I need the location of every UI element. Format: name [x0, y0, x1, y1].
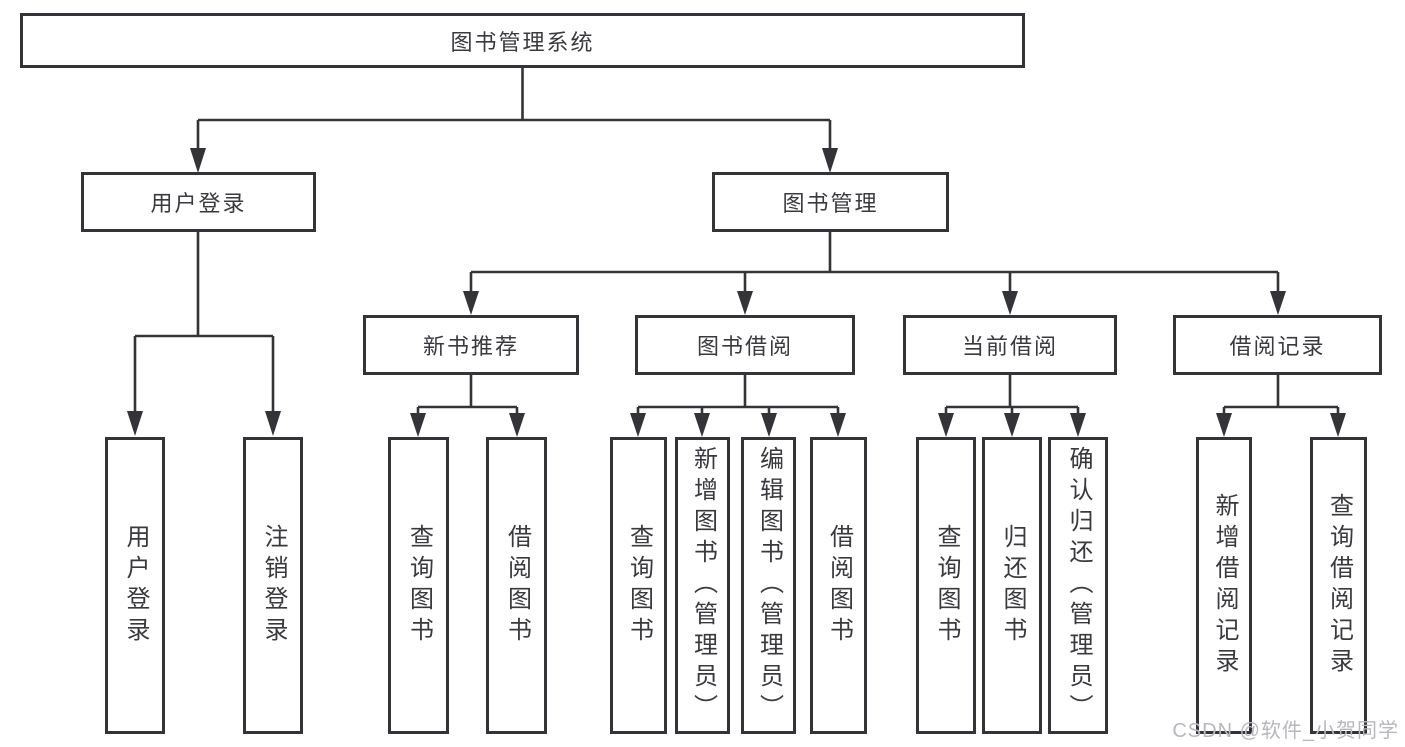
leaf-query-borrow-record: 查询借阅记录 — [1310, 437, 1367, 734]
node-user-login-branch-label: 用户登录 — [150, 191, 247, 216]
leaf-current-query-books-label: 查询图书 — [933, 523, 960, 648]
leaf-confirm-return-admin: 确认归还（管理员） — [1048, 437, 1108, 734]
leaf-borrow-query-books-label: 查询图书 — [625, 523, 653, 648]
node-book-borrow: 图书借阅 — [635, 315, 855, 375]
node-current-borrow: 当前借阅 — [903, 315, 1117, 375]
leaf-borrow-query-books: 查询图书 — [610, 437, 667, 734]
node-new-book-recommend: 新书推荐 — [363, 315, 579, 375]
leaf-add-books-admin-label: 新增图书（管理员） — [689, 446, 717, 725]
node-new-book-recommend-label: 新书推荐 — [422, 334, 519, 359]
leaf-add-books-admin: 新增图书（管理员） — [675, 437, 730, 734]
leaf-borrow-borrow-books-label: 借阅图书 — [825, 523, 853, 648]
node-user-login-branch: 用户登录 — [81, 172, 316, 232]
leaf-recommend-borrow-books-label: 借阅图书 — [503, 523, 531, 648]
leaf-logout: 注销登录 — [243, 437, 303, 734]
node-book-management: 图书管理 — [712, 172, 949, 232]
leaf-return-books: 归还图书 — [982, 437, 1042, 734]
node-root: 图书管理系统 — [20, 13, 1025, 68]
leaf-current-query-books: 查询图书 — [916, 437, 976, 734]
leaf-query-borrow-record-label: 查询借阅记录 — [1325, 492, 1353, 679]
leaf-edit-books-admin-label: 编辑图书（管理员） — [755, 446, 783, 725]
node-borrow-record: 借阅记录 — [1173, 315, 1382, 375]
leaf-user-login: 用户登录 — [105, 437, 165, 734]
leaf-edit-books-admin: 编辑图书（管理员） — [741, 437, 796, 734]
leaf-add-borrow-record-label: 新增借阅记录 — [1211, 492, 1238, 679]
leaf-recommend-query-books-label: 查询图书 — [405, 523, 433, 648]
node-borrow-record-label: 借阅记录 — [1229, 334, 1326, 359]
arrowheads — [127, 148, 1346, 437]
node-root-label: 图书管理系统 — [450, 29, 595, 55]
leaf-add-borrow-record: 新增借阅记录 — [1196, 437, 1252, 734]
node-book-borrow-label: 图书借阅 — [696, 334, 793, 359]
leaf-recommend-borrow-books: 借阅图书 — [486, 437, 547, 734]
leaf-recommend-query-books: 查询图书 — [388, 437, 449, 734]
leaf-confirm-return-admin-label: 确认归还（管理员） — [1065, 446, 1092, 725]
leaf-logout-label: 注销登录 — [260, 523, 287, 648]
leaf-borrow-borrow-books: 借阅图书 — [810, 437, 867, 734]
leaf-return-books-label: 归还图书 — [999, 523, 1026, 648]
leaf-user-login-label: 用户登录 — [122, 523, 149, 648]
watermark: CSDN @软件_小贺同学 — [1172, 720, 1399, 742]
node-book-management-label: 图书管理 — [782, 191, 879, 216]
node-current-borrow-label: 当前借阅 — [961, 334, 1058, 359]
